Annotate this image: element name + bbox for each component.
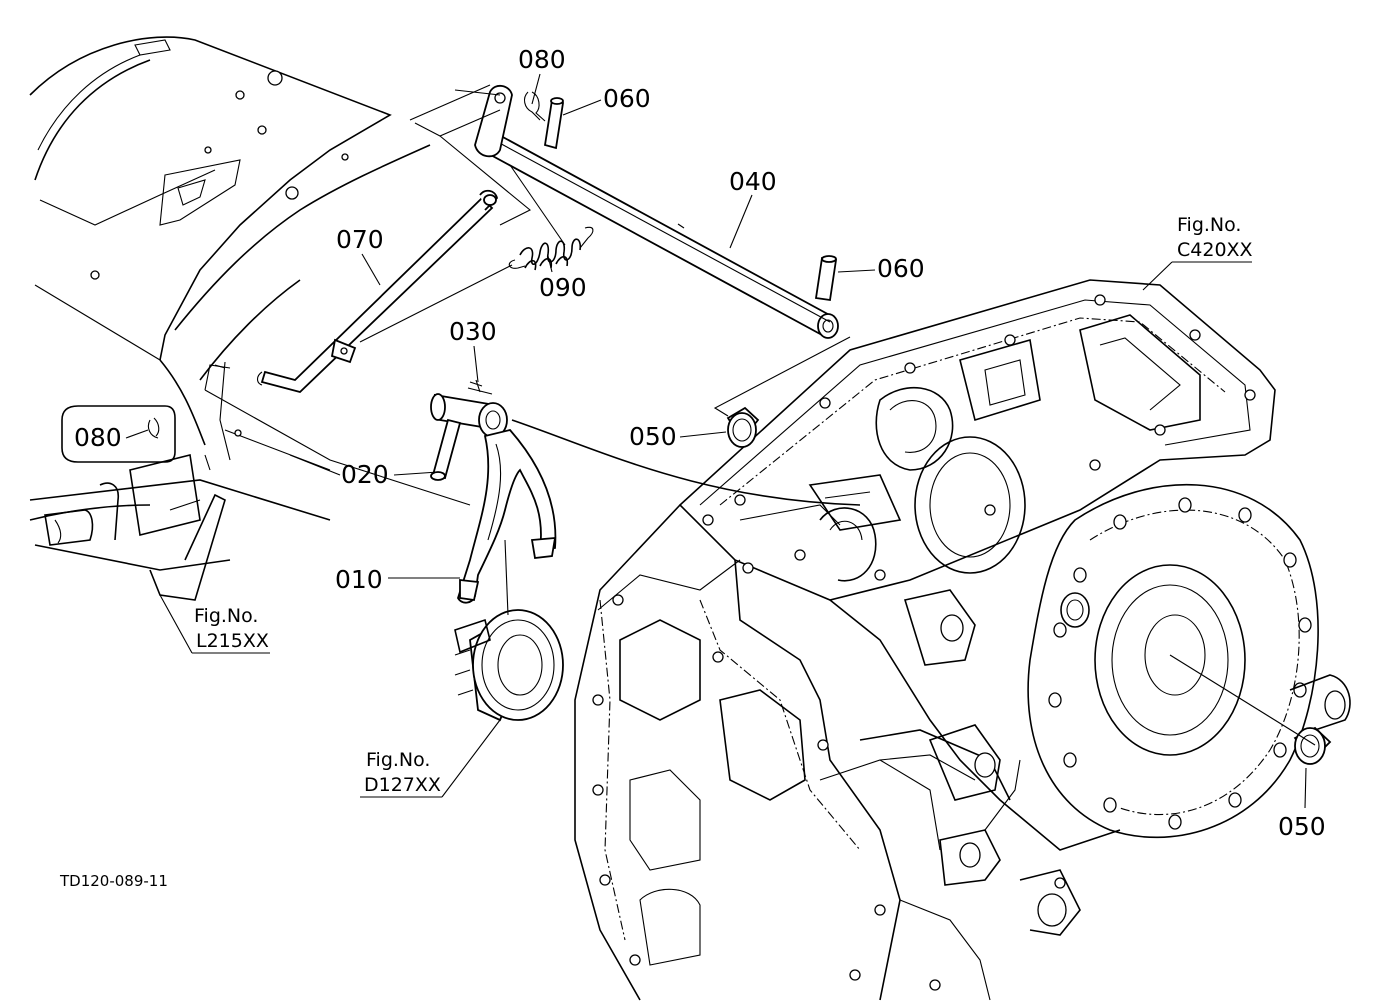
pin-060-top-drawing — [543, 97, 565, 150]
transmission-case-drawing — [574, 279, 1351, 1001]
label-080-left-frame — [61, 405, 176, 463]
label-070: 070 — [336, 225, 384, 254]
label-050-right: 050 — [1278, 812, 1326, 841]
label-080-left: 080 — [74, 423, 122, 452]
fig-ref-c420-prefix: Fig.No. — [1177, 214, 1241, 236]
spring-090-drawing — [359, 226, 594, 343]
fig-ref-d127-prefix: Fig.No. — [366, 749, 430, 771]
clutch-housing-drawing — [29, 36, 471, 601]
figure-reference-d127: Fig.No. D127XX — [360, 719, 501, 798]
figure-reference-l215: Fig.No. L215XX — [159, 594, 270, 654]
label-060-top: 060 — [603, 84, 651, 113]
callouts: 080 060 040 060 070 090 030 050 080 020 … — [61, 45, 1326, 841]
release-bearing-drawing — [454, 609, 564, 722]
label-010: 010 — [335, 565, 383, 594]
fig-ref-l215-code: L215XX — [196, 630, 269, 652]
drawing-code: TD120-089-11 — [59, 872, 168, 890]
fig-ref-l215-prefix: Fig.No. — [194, 605, 258, 627]
label-040: 040 — [729, 167, 777, 196]
label-080-top: 080 — [518, 45, 566, 74]
figure-reference-c420: Fig.No. C420XX — [1142, 214, 1253, 291]
shaft-040-drawing — [476, 128, 839, 339]
shaft-bracket-drawing — [454, 85, 513, 158]
spring-pin-030-drawing — [467, 379, 493, 395]
assembly-lines — [204, 84, 1316, 746]
label-020: 020 — [341, 460, 389, 489]
pin-060-right-drawing — [814, 255, 838, 302]
fig-ref-c420-code: C420XX — [1177, 239, 1253, 261]
fig-ref-d127-code: D127XX — [364, 774, 441, 796]
seal-050-mid-drawing — [726, 406, 760, 448]
roll-pin-020-drawing — [430, 418, 462, 481]
label-050-mid: 050 — [629, 422, 677, 451]
shift-fork-010-drawing — [430, 393, 557, 604]
rod-070-drawing — [256, 189, 498, 393]
label-090: 090 — [539, 273, 587, 302]
cotter-pin-080-top-drawing — [523, 91, 546, 122]
label-060-right: 060 — [877, 254, 925, 283]
seal-050-right-drawing — [1293, 726, 1332, 765]
label-030: 030 — [449, 317, 497, 346]
